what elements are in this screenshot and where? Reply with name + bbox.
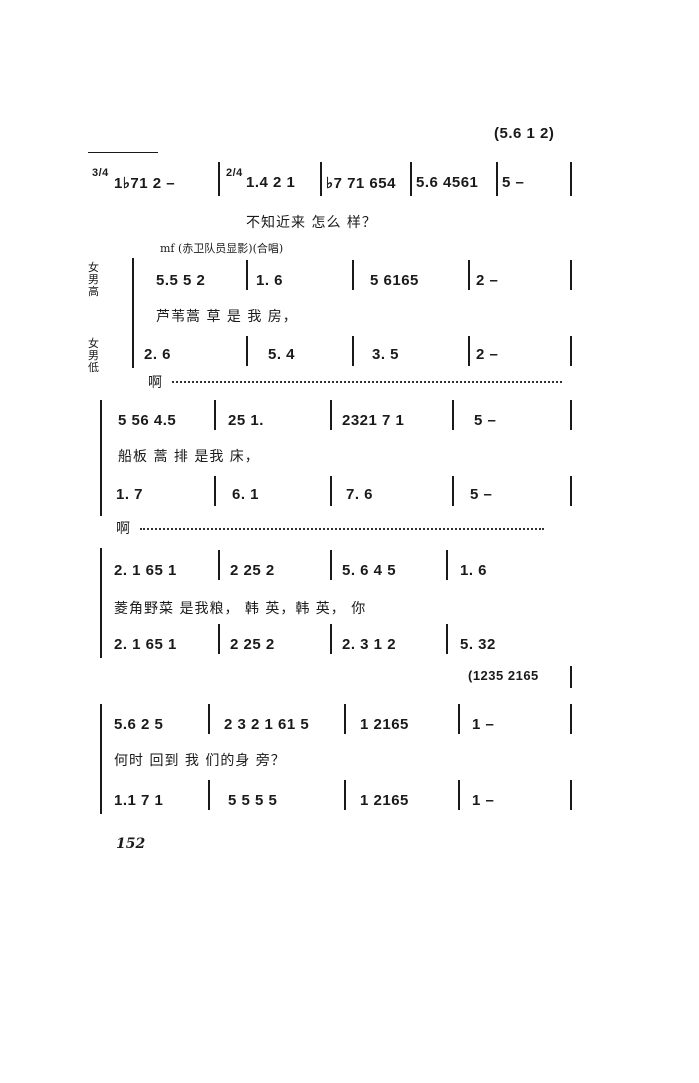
- barline: [320, 162, 322, 196]
- barline: [352, 336, 354, 366]
- barline: [246, 336, 248, 366]
- s2-lower-m3: 3. 5: [372, 346, 400, 363]
- barline: [214, 400, 216, 430]
- system-bracket: [100, 548, 102, 658]
- barline: [570, 336, 572, 366]
- system-bracket: [100, 400, 102, 516]
- time-signature-1: 3/4: [92, 167, 109, 179]
- melisma-dots: [140, 528, 544, 530]
- barline: [344, 704, 346, 734]
- barline: [446, 550, 448, 580]
- barline: [208, 704, 210, 734]
- s3-lower-lyric: 啊: [116, 521, 131, 537]
- s5-upper-m2: 2 3 2 1 61 5: [224, 716, 310, 733]
- s3-upper-m1: 5 56 4.5: [118, 412, 177, 429]
- s2-lower-m2: 5. 4: [268, 346, 296, 363]
- s2-upper-lyric: 芦苇蒿 草 是 我 房，: [156, 309, 298, 325]
- barline: [352, 260, 354, 290]
- s2-upper-m4: 2 –: [476, 272, 499, 289]
- line1-notes-b: 1.4 2 1: [246, 174, 296, 191]
- line1-lyric: 不知近来 怎么 样？: [246, 215, 377, 231]
- s5-bracket-notes: (1235 2165: [468, 668, 539, 683]
- s4-lower-m4: 5. 32: [460, 636, 496, 653]
- intro-bracket-notes: (5.6 1 2): [494, 125, 555, 142]
- s3-lower-m2: 6. 1: [232, 486, 260, 503]
- time-signature-2: 2/4: [226, 167, 243, 179]
- barline: [452, 400, 454, 430]
- barline: [218, 162, 220, 196]
- s2-upper-m1: 5.5 5 2: [156, 272, 206, 289]
- s5-upper-m1: 5.6 2 5: [114, 716, 164, 733]
- voice-label-lower: 女男低: [88, 337, 99, 374]
- s3-lower-m3: 7. 6: [346, 486, 374, 503]
- line1-notes-e: 5 –: [502, 174, 525, 191]
- barline: [218, 550, 220, 580]
- system-bracket: [132, 258, 134, 368]
- barline: [468, 336, 470, 366]
- s2-upper-m3: 5 6165: [370, 272, 419, 289]
- decorative-rule: [88, 152, 158, 153]
- barline: [218, 624, 220, 654]
- s3-upper-m4: 5 –: [474, 412, 497, 429]
- barline: [570, 400, 572, 430]
- dynamics-marking: mf (赤卫队员显影)(合唱): [160, 242, 284, 255]
- s5-lower-m2: 5 5 5 5: [228, 792, 278, 809]
- s2-lower-m1: 2. 6: [144, 346, 172, 363]
- barline: [330, 624, 332, 654]
- voice-label-upper: 女男高: [88, 261, 99, 298]
- line1-notes-a: 1♭71 2 –: [114, 175, 176, 192]
- barline: [458, 780, 460, 810]
- barline: [570, 476, 572, 506]
- system-bracket: [100, 704, 102, 814]
- s4-upper-m2: 2 25 2: [230, 562, 275, 579]
- barline: [344, 780, 346, 810]
- s4-lower-m2: 2 25 2: [230, 636, 275, 653]
- barline: [468, 260, 470, 290]
- s2-upper-m2: 1. 6: [256, 272, 284, 289]
- barline: [570, 780, 572, 810]
- line1-notes-c: ♭7 71 654: [326, 175, 396, 192]
- barline: [446, 624, 448, 654]
- s3-upper-lyric: 船板 蒿 排 是我 床，: [118, 449, 260, 465]
- s4-upper-m4: 1. 6: [460, 562, 488, 579]
- s4-upper-m1: 2. 1 65 1: [114, 562, 177, 579]
- barline: [570, 666, 572, 688]
- s5-lyric: 何时 回到 我 们的身 旁？: [114, 753, 286, 769]
- barline: [208, 780, 210, 810]
- s3-upper-m3: 2321 7 1: [342, 412, 405, 429]
- s4-lower-m3: 2. 3 1 2: [342, 636, 397, 653]
- s5-lower-m3: 1 2165: [360, 792, 409, 809]
- line1-notes-d: 5.6 4561: [416, 174, 479, 191]
- s5-lower-m4: 1 –: [472, 792, 495, 809]
- barline: [410, 162, 412, 196]
- s3-lower-m4: 5 –: [470, 486, 493, 503]
- s2-lower-lyric: 啊: [148, 375, 163, 391]
- page-number: 152: [116, 836, 146, 852]
- barline: [570, 704, 572, 734]
- barline: [330, 550, 332, 580]
- barline: [330, 400, 332, 430]
- s4-lyric: 菱角野菜 是我粮， 韩 英，韩 英， 你: [114, 601, 367, 617]
- s4-lower-m1: 2. 1 65 1: [114, 636, 177, 653]
- barline: [496, 162, 498, 196]
- barline: [214, 476, 216, 506]
- s3-upper-m2: 25 1.: [228, 412, 264, 429]
- barline: [570, 260, 572, 290]
- s2-lower-m4: 2 –: [476, 346, 499, 363]
- barline: [246, 260, 248, 290]
- barline: [458, 704, 460, 734]
- barline: [570, 162, 572, 196]
- barline: [330, 476, 332, 506]
- s5-upper-m4: 1 –: [472, 716, 495, 733]
- s3-lower-m1: 1. 7: [116, 486, 144, 503]
- barline: [452, 476, 454, 506]
- s5-lower-m1: 1.1 7 1: [114, 792, 164, 809]
- s5-upper-m3: 1 2165: [360, 716, 409, 733]
- s4-upper-m3: 5. 6 4 5: [342, 562, 397, 579]
- melisma-dots: [172, 381, 562, 383]
